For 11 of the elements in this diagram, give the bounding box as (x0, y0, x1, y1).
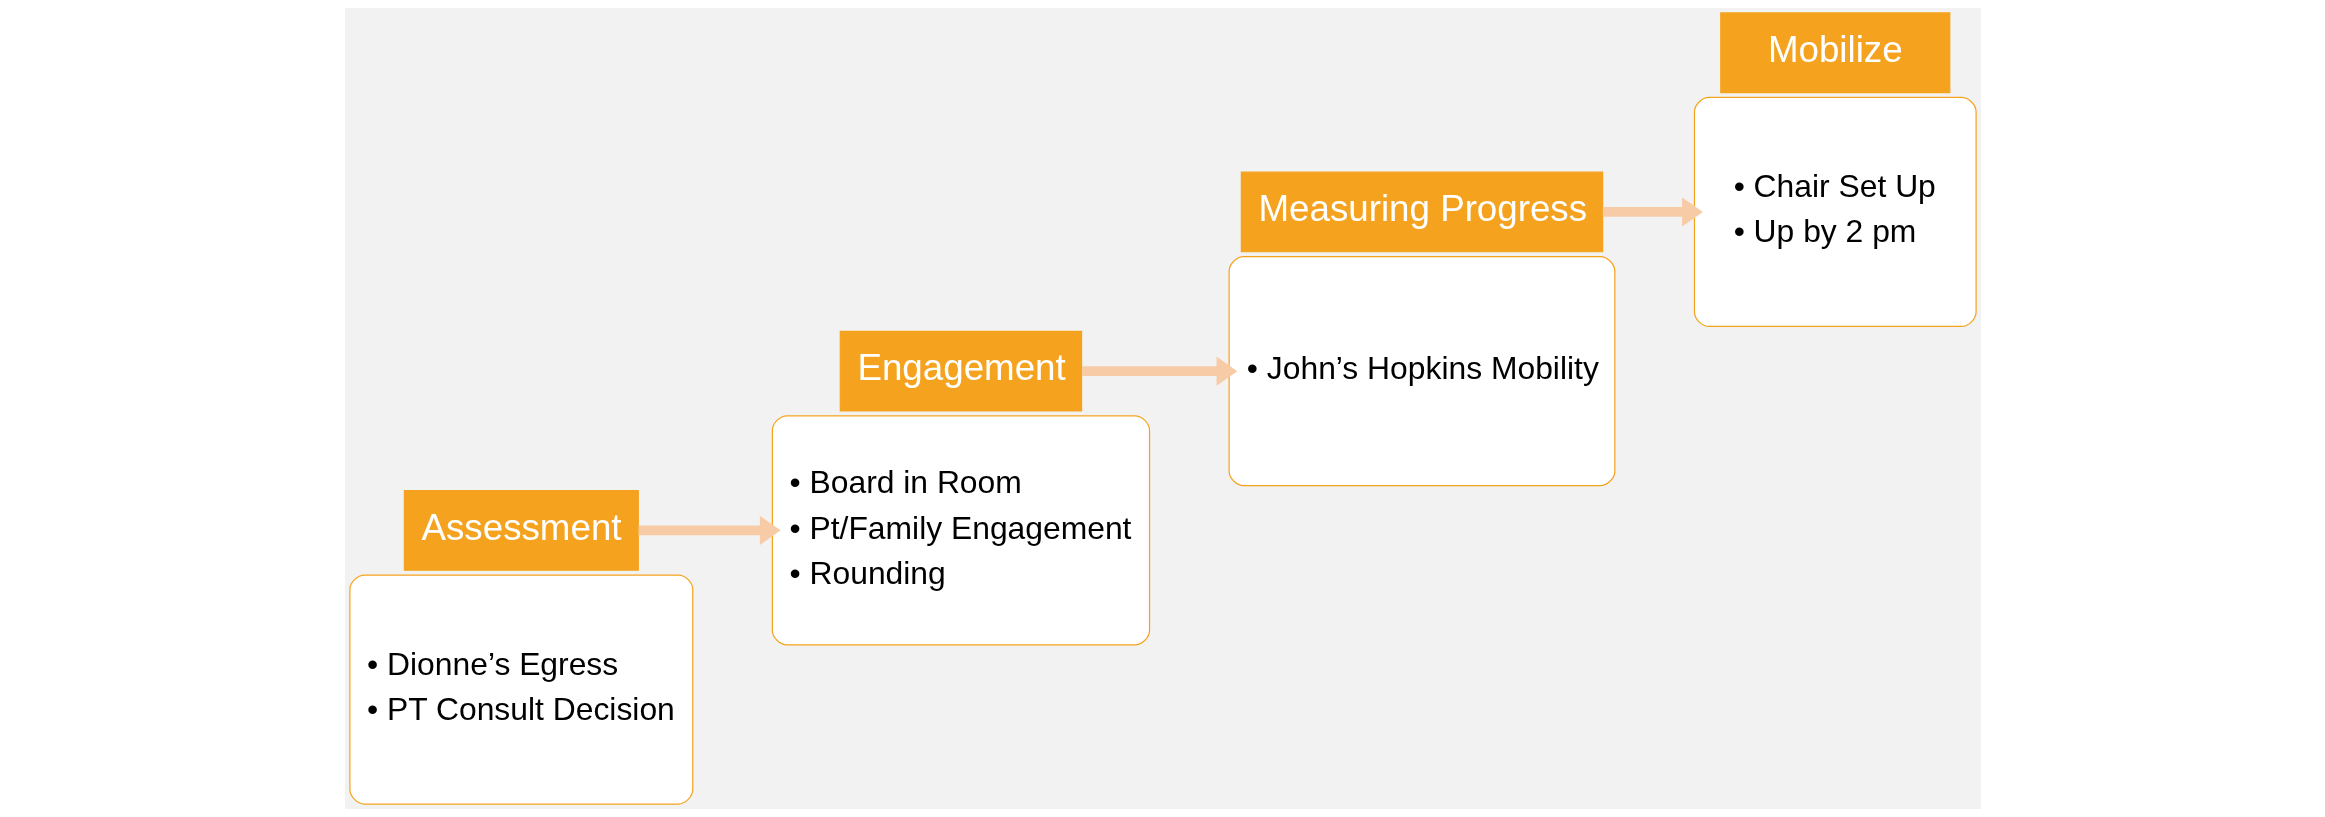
node-box: • Chair Set Up • Up by 2 pm (1693, 96, 1977, 328)
node-box: Mobilize (1719, 12, 1950, 94)
node-box: • Dionne’s Egress • PT Consult Decision (348, 574, 693, 805)
arrow (1081, 356, 1237, 386)
arrow (638, 515, 781, 545)
node-box: Assessment (403, 489, 639, 571)
arrow (1602, 197, 1703, 227)
node-box: Measuring Progress (1240, 171, 1603, 253)
node-box: Engagement (839, 330, 1082, 412)
node-box: • Board in Room • Pt/Family Engagement • Rounding (771, 415, 1150, 646)
node-box: • John’s Hopkins Mobility (1228, 256, 1615, 487)
